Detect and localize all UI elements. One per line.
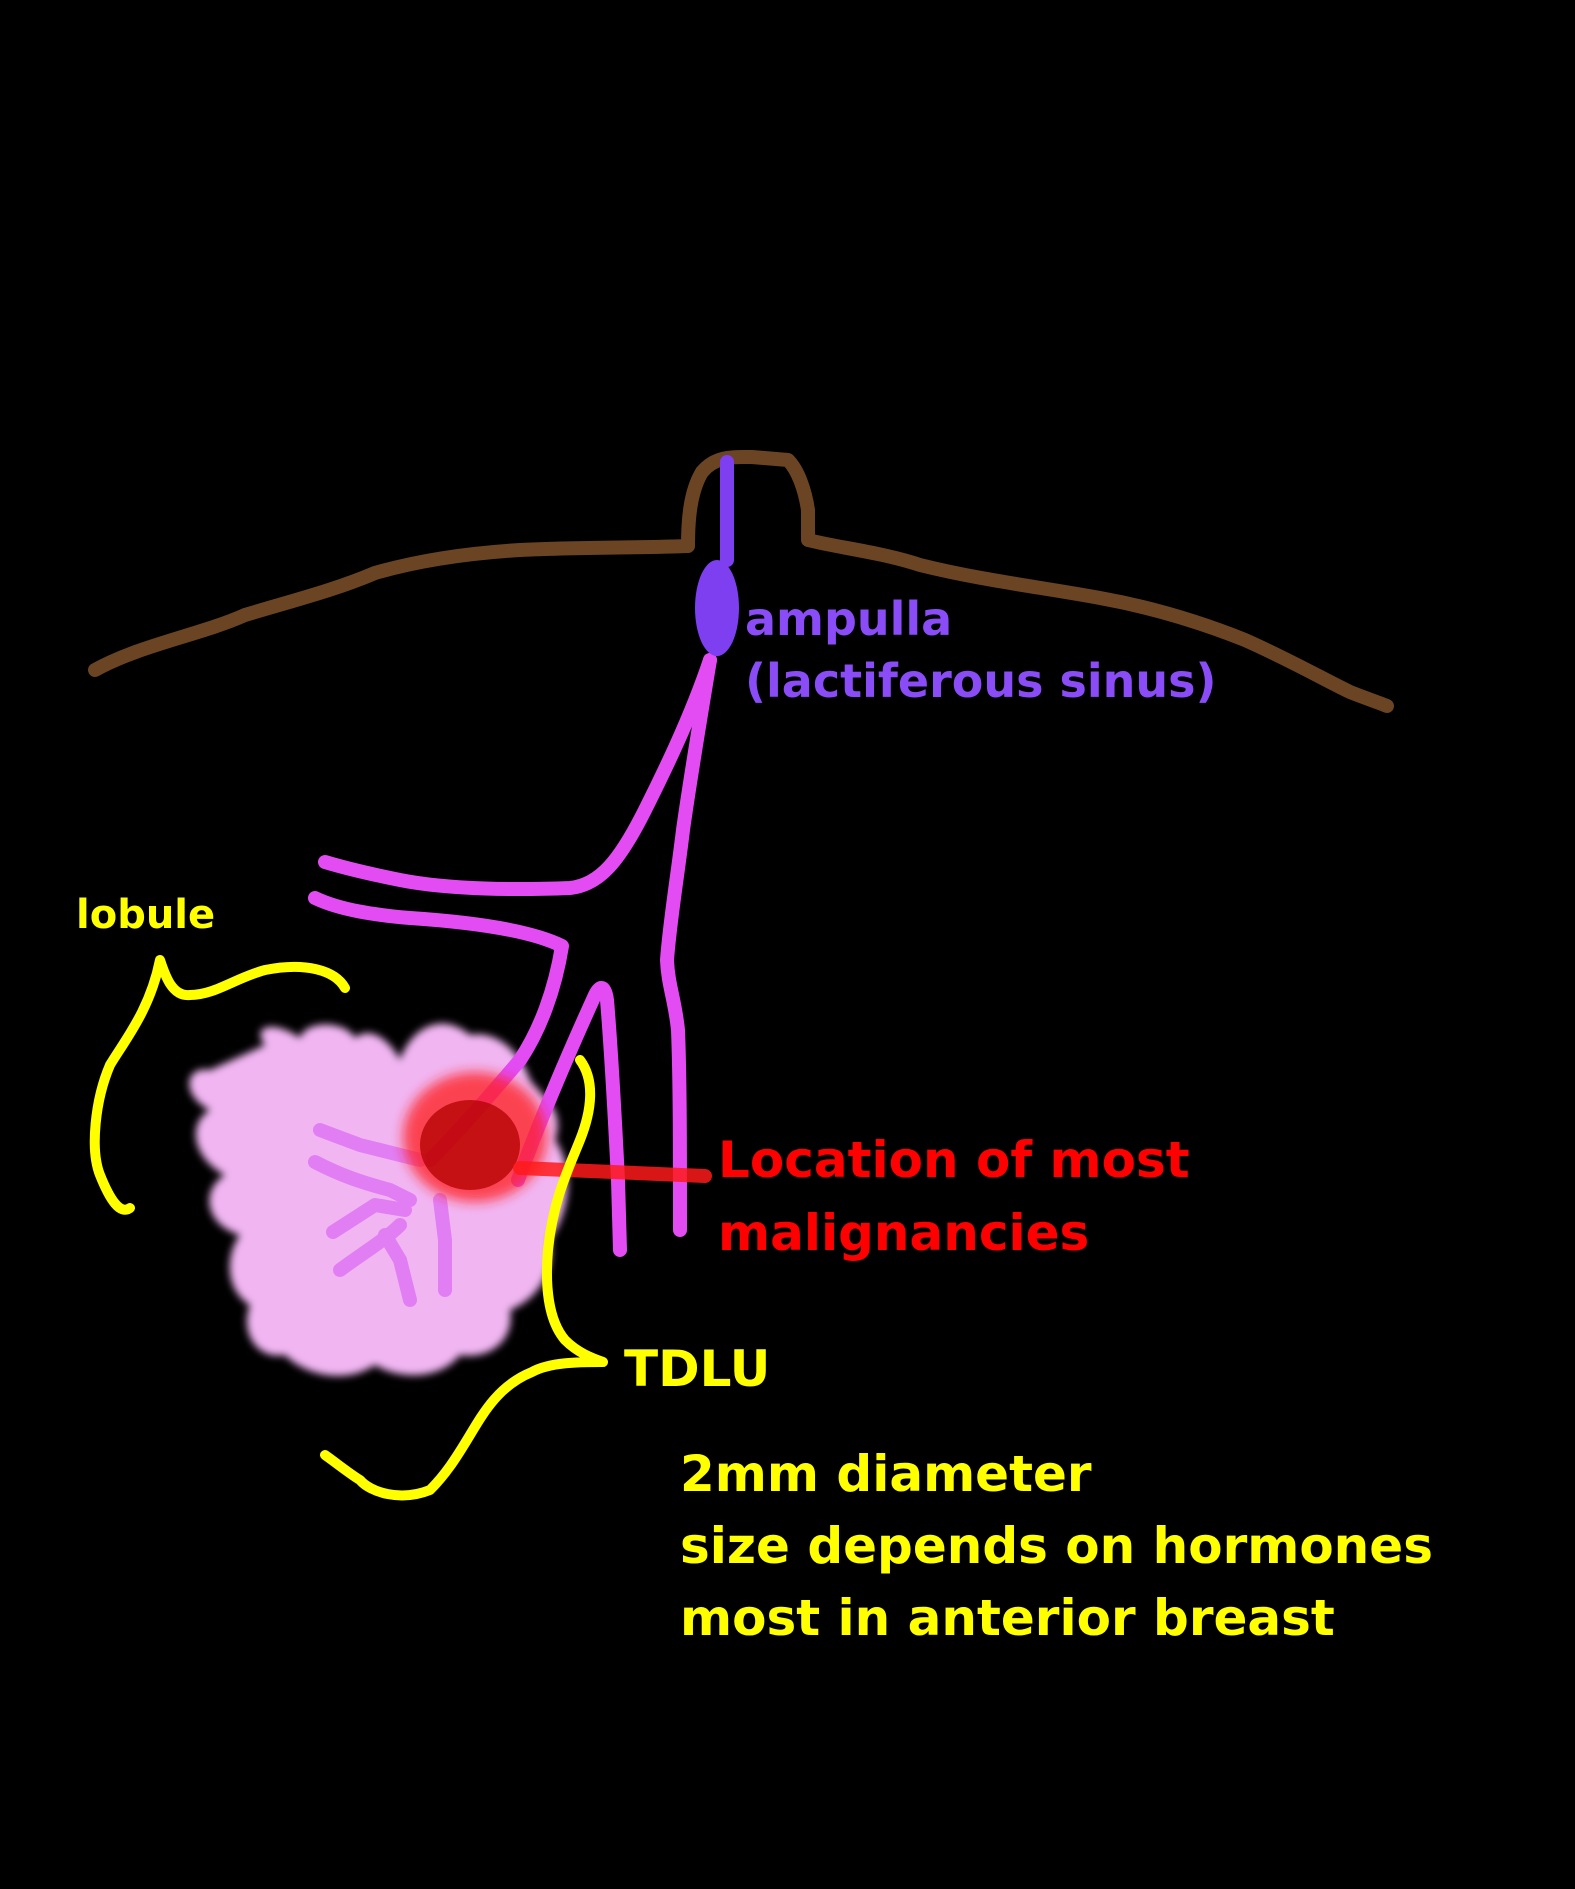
- tdlu-note-location: most in anterior breast: [680, 1589, 1335, 1647]
- duct-inner-branch: [511, 981, 627, 1257]
- skin-outline: [88, 449, 1394, 713]
- tdlu-note-diameter: 2mm diameter: [680, 1445, 1092, 1503]
- duct-main-trunk: [660, 653, 717, 1237]
- malignancy-label-line-2: malignancies: [718, 1204, 1090, 1262]
- lobule-label-text: lobule: [76, 892, 216, 938]
- tdlu-label: TDLU: [624, 1339, 770, 1399]
- ampulla-label: ampulla (lactiferous sinus): [745, 588, 1217, 712]
- malignancy-label: Location of most malignancies: [718, 1124, 1190, 1270]
- ampulla-label-line-2: (lactiferous sinus): [745, 654, 1217, 708]
- ampulla-label-line-1: ampulla: [745, 592, 953, 646]
- ampulla-shape: [695, 455, 739, 656]
- ductules: [308, 1123, 452, 1307]
- lobule-bracket: [89, 955, 350, 1215]
- lobule-label: lobule: [76, 890, 215, 940]
- tdlu-label-text: TDLU: [624, 1340, 771, 1398]
- duct-upper-branch: [318, 653, 717, 897]
- malignancy-label-line-1: Location of most: [718, 1131, 1190, 1189]
- tdlu-bracket: [320, 1055, 608, 1501]
- tdlu-notes: 2mm diameter size depends on hormones mo…: [680, 1438, 1433, 1654]
- malignancy-site: [403, 1072, 712, 1202]
- tdlu-note-hormones: size depends on hormones: [680, 1517, 1433, 1575]
